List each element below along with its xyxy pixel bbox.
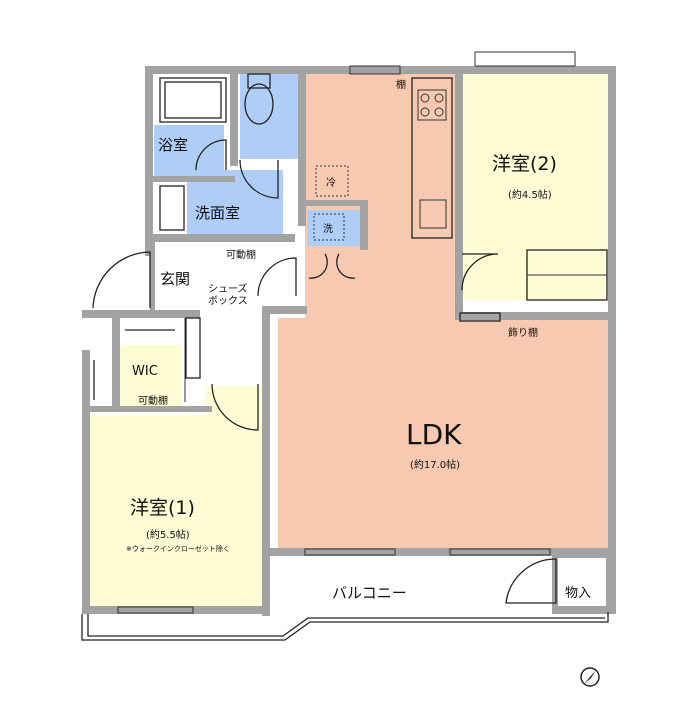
label-ldk: LDK [406,418,462,451]
toilet-door [239,159,279,199]
washbasin [159,185,185,231]
hall-door [257,257,297,297]
label-ldk-size: (約17.0帖) [410,458,460,471]
fridge-space [315,165,349,197]
shoebox [185,317,201,379]
north-arrow-icon [580,667,600,687]
bath-area [154,125,224,177]
walls [82,66,616,616]
wic-area [120,345,182,407]
storage-door [505,558,557,604]
room1-door [211,383,259,431]
washer-area [307,210,360,246]
label-room1-size: (約5.5帖) [146,528,190,541]
room1-area [88,386,262,607]
deco-shelf [459,312,501,322]
label-bath: 浴室 [158,136,188,154]
label-balcony: バルコニー [332,584,407,602]
label-fridge: 冷 [326,176,336,189]
entrance-door [92,251,151,309]
label-wic-shelf: 可動棚 [138,394,168,407]
label-shoebox-1: シューズ [208,282,248,295]
washer-doors [308,253,356,279]
label-room1: 洋室(1) [130,497,195,519]
window-room2 [474,51,576,67]
label-entrance: 玄関 [160,270,190,288]
bath-door [195,139,227,171]
label-washroom: 洗面室 [195,204,240,222]
room2-area [463,74,608,300]
label-room2: 洋室(2) [492,153,557,175]
kitchen-counter [411,77,453,239]
label-kitchen-shelf: 棚 [396,78,406,91]
label-room2-size: (約4.5帖) [508,188,552,201]
label-movable-shelf: 可動棚 [226,248,256,261]
label-washer: 洗 [323,223,333,235]
labels: 浴室 洗面室 可動棚 玄関 シューズ ボックス WIC 可動棚 洋室(1) (約… [126,78,591,602]
label-deco-shelf: 飾り棚 [508,326,538,339]
toilet [244,83,274,125]
bathtub [159,77,227,123]
label-storage: 物入 [565,586,591,601]
label-shoebox-2: ボックス [208,295,248,307]
room2-door [461,253,499,291]
label-wic: WIC [132,364,158,379]
fixtures [81,51,609,687]
balcony-outline [81,612,609,641]
room-fills [88,74,608,607]
label-room1-note: ※ウォークインクローゼット除く [126,544,230,553]
